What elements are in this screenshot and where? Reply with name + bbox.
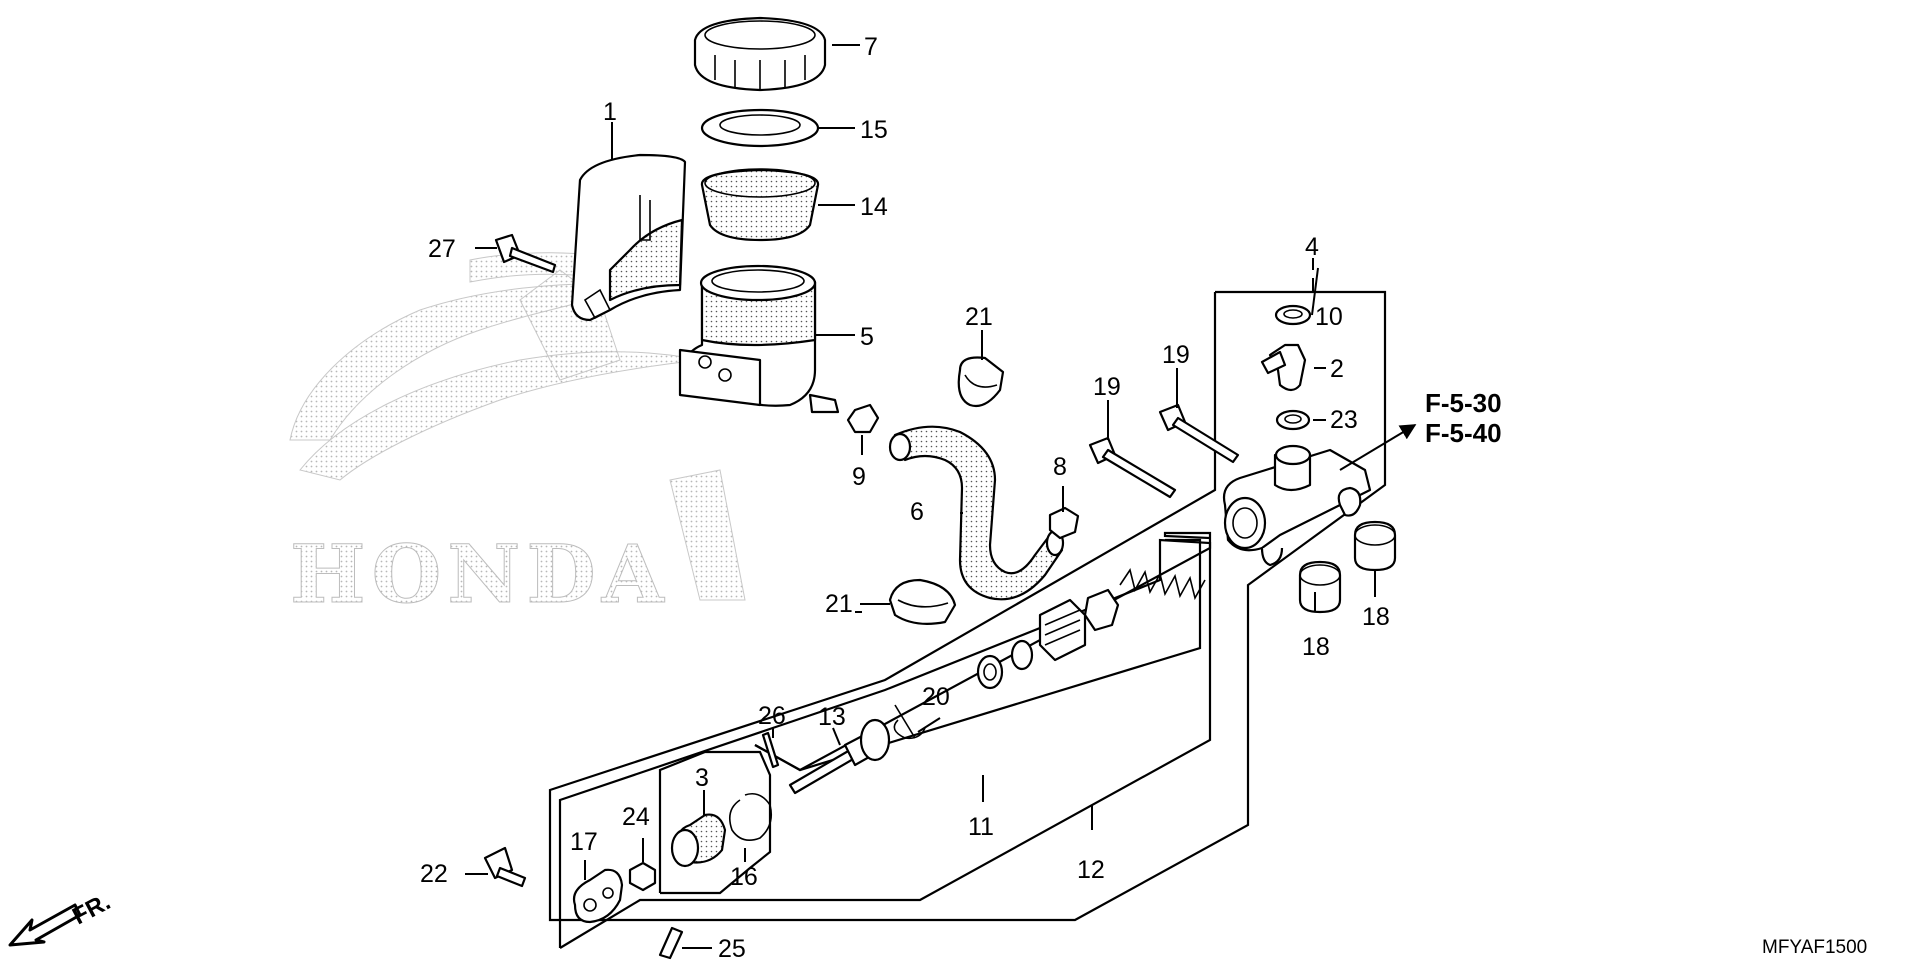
push-rod xyxy=(788,718,891,795)
diagram-code: MFYAF1500 xyxy=(1762,937,1867,958)
circlip-16 xyxy=(729,792,773,841)
callout-6: 6 xyxy=(910,498,924,526)
o-ring-23 xyxy=(1275,409,1311,431)
callout-18b: 18 xyxy=(1362,603,1390,631)
callout-21b: 21 xyxy=(825,590,853,618)
callout-22: 22 xyxy=(420,860,448,888)
callout-3: 3 xyxy=(695,764,709,792)
callout-12: 12 xyxy=(1077,856,1105,884)
joint-pin-22 xyxy=(483,846,527,888)
front-direction-label: FR. xyxy=(68,888,115,930)
cover-bolt xyxy=(494,233,557,274)
snap-ring-20 xyxy=(893,704,926,740)
piston-spring xyxy=(1119,568,1206,601)
callout-16: 16 xyxy=(730,863,758,891)
reference-f-5-40: F-5-40 xyxy=(1425,418,1502,448)
master-cylinder-body xyxy=(1222,444,1372,567)
assembly-box-12 xyxy=(558,538,1212,949)
callout-24: 24 xyxy=(622,803,650,831)
sleeve-18-right xyxy=(1353,520,1397,572)
callout-2: 2 xyxy=(1330,355,1344,383)
hose-clamp-21-upper xyxy=(957,356,1005,408)
assembly-box-4 xyxy=(548,290,1387,922)
callout-14: 14 xyxy=(860,193,888,221)
cotter-pin-25 xyxy=(658,926,684,960)
mounting-bolt-19-left xyxy=(1088,436,1177,499)
honda-watermark-text: HONDA xyxy=(290,527,670,621)
callout-13: 13 xyxy=(818,703,846,731)
callout-10: 10 xyxy=(1315,303,1343,331)
reservoir-cap xyxy=(693,16,827,92)
callout-7: 7 xyxy=(864,33,878,61)
hose-clamp-21-lower xyxy=(888,578,957,625)
hose-joint-2 xyxy=(1260,343,1307,392)
joint-nut-24 xyxy=(628,861,657,892)
callout-1: 1 xyxy=(603,98,617,126)
reference-f-5-30: F-5-30 xyxy=(1425,388,1502,418)
assembly-box-3-16 xyxy=(658,750,772,895)
callout-5: 5 xyxy=(860,323,874,351)
callout-25: 25 xyxy=(718,935,746,960)
callout-23: 23 xyxy=(1330,406,1358,434)
leader-lines xyxy=(465,44,1417,949)
callout-17: 17 xyxy=(570,828,598,856)
callout-15: 15 xyxy=(860,116,888,144)
dust-boot xyxy=(670,813,727,868)
primary-cup xyxy=(1038,598,1087,662)
callout-11: 11 xyxy=(968,813,994,841)
callout-18a: 18 xyxy=(1302,633,1330,661)
piston-washer xyxy=(976,639,1034,690)
front-direction-arrow-icon xyxy=(8,903,82,947)
diaphragm-plate xyxy=(700,108,820,148)
push-rod-clevis xyxy=(572,868,624,924)
mounting-bolt-19-right xyxy=(1158,403,1240,464)
callout-19a: 19 xyxy=(1093,373,1121,401)
callout-19b: 19 xyxy=(1162,341,1190,369)
reservoir-diaphragm xyxy=(700,168,820,242)
callout-8: 8 xyxy=(1053,453,1067,481)
callout-4: 4 xyxy=(1305,233,1319,261)
callout-21a: 21 xyxy=(965,303,993,331)
callout-26: 26 xyxy=(758,702,786,730)
piston-cup xyxy=(1083,588,1120,632)
hose-clip-9 xyxy=(846,403,880,434)
sleeve-18-left xyxy=(1298,560,1342,614)
circlip-10 xyxy=(1274,304,1312,326)
nut-8 xyxy=(1048,506,1080,540)
pin-26 xyxy=(761,731,780,769)
reservoir-tank xyxy=(678,264,840,414)
callout-20: 20 xyxy=(922,683,950,711)
reservoir-cover xyxy=(570,153,687,322)
callout-27: 27 xyxy=(428,235,456,263)
callout-9: 9 xyxy=(852,463,866,491)
